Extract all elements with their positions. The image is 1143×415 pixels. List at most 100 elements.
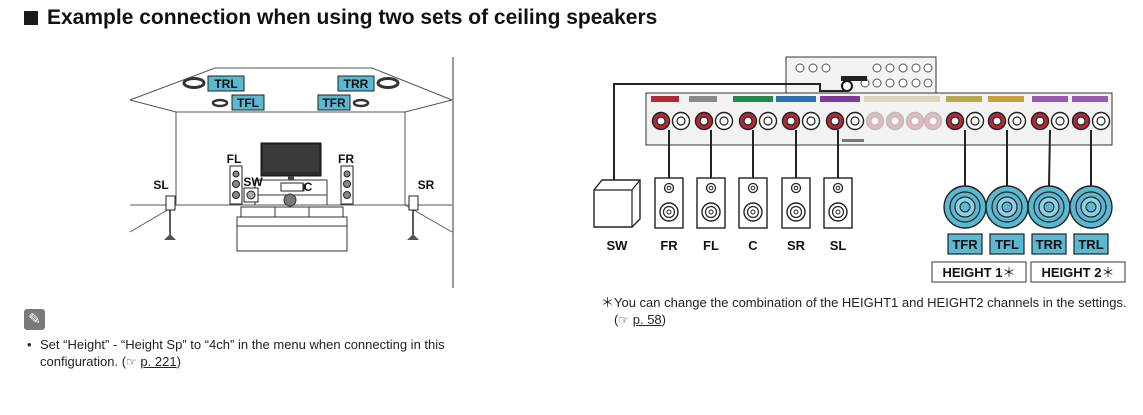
height-speakers: TFR TFL TRR TRL: [943, 185, 1113, 255]
terminal-jack: [965, 111, 985, 131]
c-label: C: [304, 180, 313, 194]
c-speaker: [738, 177, 768, 229]
terminal-jack: [801, 111, 821, 131]
trl-ceiling-speaker: [182, 77, 206, 89]
sw-speaker: [593, 179, 641, 228]
terminal-jack: [865, 111, 885, 131]
note-text: Set “Height” - “Height Sp” to “4ch” in t…: [40, 337, 445, 369]
sl-label: SL: [153, 178, 168, 192]
terminal-jacks: [651, 111, 1111, 131]
heading-title: Example connection when using two sets o…: [47, 6, 658, 29]
height1-label: HEIGHT 1＊: [943, 265, 1016, 280]
trl-speaker-label: TRL: [1078, 237, 1103, 252]
sl-speaker: [165, 195, 176, 211]
sofa-with-listener: [236, 193, 348, 252]
sw-label: SW: [243, 175, 263, 189]
terminal-jack: [1050, 111, 1070, 131]
tfl-label-box: [989, 233, 1025, 255]
trl-label-box: [207, 75, 245, 92]
terminal-jack: [923, 111, 943, 131]
terminal-jack: [885, 111, 905, 131]
trr-ceiling-speaker: [376, 77, 400, 89]
speaker-wire: [1048, 129, 1051, 188]
footnote-text: You can change the combination of the HE…: [614, 295, 1127, 310]
speaker-wires: [668, 129, 1092, 188]
sw-speaker-label: SW: [607, 238, 629, 253]
sofa: [236, 216, 348, 252]
sr-speaker: [408, 195, 419, 211]
trr-speaker-label: TRR: [1036, 237, 1063, 252]
receiver-preout-panel: [785, 56, 937, 94]
tfr-label-box: [317, 94, 351, 111]
tfl-speaker-label: TFL: [995, 237, 1019, 252]
subwoofer-preout-jack: [841, 80, 853, 92]
setting-note: • Set “Height” - “Height Sp” to “4ch” in…: [27, 336, 497, 371]
terminal-jack: [738, 111, 758, 131]
fr-label: FR: [338, 152, 354, 166]
receiver-speaker-terminals: [645, 92, 1113, 146]
terminal-jack: [671, 111, 691, 131]
floor-speakers: SW FR FL C SR SL: [593, 177, 853, 253]
footnote-star: ＊: [601, 295, 615, 310]
tfr-speaker-label: TFR: [952, 237, 978, 252]
height1-box: [931, 261, 1027, 283]
height-footnote: ＊ You can change the combination of the …: [601, 294, 1131, 329]
tfr-ceiling-speaker: TFR: [943, 185, 987, 255]
trr-label-box: [337, 75, 375, 92]
receiver-top-panel: [785, 56, 937, 94]
height2-box: [1030, 261, 1126, 283]
pencil-icon: ✎: [24, 309, 45, 330]
fl-label: FL: [227, 152, 242, 166]
terminal-jack: [714, 111, 734, 131]
terminal-jack: [825, 111, 845, 131]
terminal-jack: [987, 111, 1007, 131]
heading-square-icon: [24, 11, 38, 25]
tfl-label: TFL: [237, 96, 259, 110]
terminal-jack: [781, 111, 801, 131]
terminal-jack: [1071, 111, 1091, 131]
ceiling-outline: [129, 67, 453, 101]
fr-speaker-label: FR: [660, 238, 678, 253]
note-page-ref[interactable]: (☞ p. 221): [121, 354, 181, 369]
tfr-label: TFR: [322, 96, 346, 110]
trr-label-box: [1031, 233, 1067, 255]
sl-speaker-label: SL: [830, 238, 847, 253]
terminal-jack: [1007, 111, 1027, 131]
note-bullet: •: [27, 337, 32, 352]
tfl-label-box: [231, 94, 265, 111]
height2-label: HEIGHT 2＊: [1042, 265, 1115, 280]
trr-label: TRR: [344, 77, 369, 91]
front-speakers: FL FR SW C: [227, 152, 354, 205]
trl-label: TRL: [214, 77, 237, 91]
ceiling-back-edge: [129, 99, 453, 113]
sl-speaker: [823, 177, 853, 229]
height-group-boxes: HEIGHT 1＊ HEIGHT 2＊: [931, 261, 1126, 283]
fl-speaker-label: FL: [703, 238, 719, 253]
tfr-ceiling-speaker: [352, 98, 370, 108]
fr-speaker: [654, 177, 684, 229]
ceiling-speakers: TRL TRR TFL TFR: [182, 75, 400, 111]
terminal-jack: [651, 111, 671, 131]
c-speaker-label: C: [748, 238, 758, 253]
trl-label-box: [1073, 233, 1109, 255]
listener-head: [283, 193, 297, 207]
note-page-link[interactable]: p. 221: [140, 354, 177, 369]
footnote-page-link[interactable]: p. 58: [632, 312, 662, 327]
sr-speaker-label: SR: [787, 238, 806, 253]
sw-cable: [613, 83, 847, 180]
footnote-page-ref[interactable]: (☞ p. 58): [614, 312, 666, 327]
center-speaker: [280, 182, 304, 192]
section-heading: Example connection when using two sets o…: [24, 4, 657, 32]
terminal-jack: [845, 111, 865, 131]
sr-speaker: [781, 177, 811, 229]
terminal-jack: [945, 111, 965, 131]
tfl-ceiling-speaker: [211, 98, 229, 108]
surround-speakers: SL SR: [153, 178, 435, 240]
terminal-jack: [1030, 111, 1050, 131]
terminal-color-strip: [651, 96, 1108, 102]
terminal-jack: [694, 111, 714, 131]
fl-speaker: [696, 177, 726, 229]
tfl-ceiling-speaker: TFL: [985, 185, 1029, 255]
trr-ceiling-speaker: TRR: [1027, 185, 1071, 255]
